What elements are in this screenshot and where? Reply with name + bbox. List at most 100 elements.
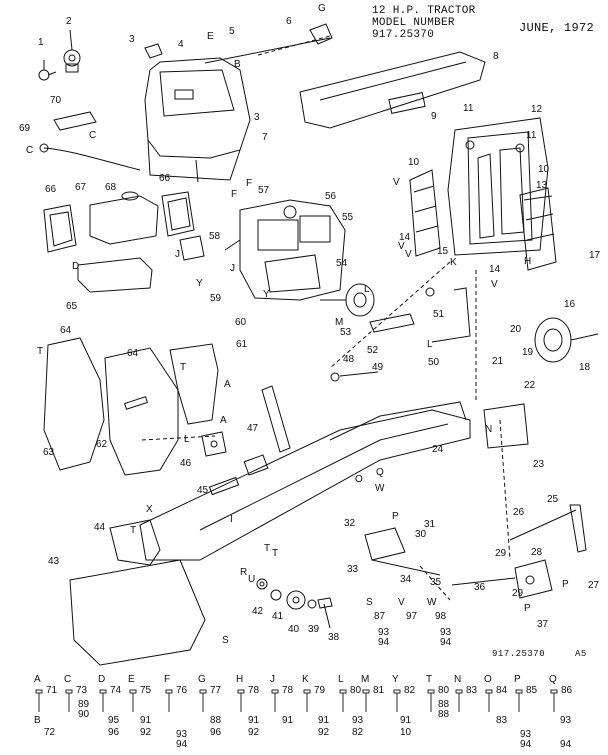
hw-part-86: 86 <box>561 685 573 696</box>
bolt-icon <box>271 689 279 694</box>
hw-sub-88: 88 <box>210 715 222 726</box>
hw-sub-82: 82 <box>352 727 364 738</box>
ref-letter-V: V <box>491 279 498 290</box>
bolt-icon <box>199 689 207 694</box>
hw-letter-M: M <box>361 674 370 685</box>
callout-21: 21 <box>492 356 504 367</box>
ref-letter-C: C <box>26 145 34 156</box>
ref-letter-L: L <box>184 434 190 445</box>
callout-22: 22 <box>524 380 536 391</box>
ref-letter-A: A <box>220 415 227 426</box>
part-pulley-53 <box>320 283 375 317</box>
part-rod-5 <box>204 23 333 64</box>
hw-sub-92: 92 <box>140 727 152 738</box>
hw-part-75: 75 <box>140 685 152 696</box>
part-plate-23 <box>483 403 529 449</box>
part-bracket-58 <box>179 235 205 261</box>
part-washer-39 <box>307 599 317 609</box>
part-plate-62 <box>104 347 179 476</box>
callout-58: 58 <box>209 231 221 242</box>
hw-part-71: 71 <box>46 685 58 696</box>
hw-part-76: 76 <box>176 685 188 696</box>
hw-sub-95: 95 <box>108 715 120 726</box>
callout-62: 62 <box>96 439 108 450</box>
ref-letter-V: V <box>393 177 400 188</box>
ref-letter-G: G <box>318 3 326 14</box>
callout-64: 64 <box>127 348 139 359</box>
ref-letter-T: T <box>264 543 271 554</box>
hw-part-97: 97 <box>406 611 418 622</box>
hw-sub-94: 94 <box>378 637 390 648</box>
part-cable-69 <box>39 143 141 171</box>
callout-48: 48 <box>343 354 355 365</box>
part-frame-24 <box>139 401 471 561</box>
callout-51: 51 <box>433 309 445 320</box>
callout-28: 28 <box>531 547 543 558</box>
ref-letter-E: E <box>207 31 214 42</box>
callout-63: 63 <box>43 447 55 458</box>
hw-sub-89: 89 <box>78 699 90 710</box>
ref-letter-V: V <box>405 249 412 260</box>
ref-letter-F: F <box>246 178 253 189</box>
callout-57: 57 <box>258 185 270 196</box>
callout-9: 9 <box>431 111 437 122</box>
callout-6: 6 <box>286 16 292 27</box>
callout-11: 11 <box>526 130 537 141</box>
ref-letter-K: K <box>450 257 457 268</box>
ref-letter-P: P <box>562 579 569 590</box>
ref-letter-W: W <box>375 483 385 494</box>
hw-sub-92: 92 <box>248 727 260 738</box>
callout-3: 3 <box>254 112 260 123</box>
hw-sub-93: 93 <box>352 715 364 726</box>
model-number: 917.25370 <box>372 29 435 41</box>
part-strap-50 <box>431 287 471 343</box>
callout-11: 11 <box>463 103 474 114</box>
hw-letter-E: E <box>128 674 135 685</box>
callout-14: 14 <box>399 232 411 243</box>
hw-sub-10: 10 <box>400 727 412 738</box>
callout-12: 12 <box>531 104 543 115</box>
bolt-icon <box>237 689 245 694</box>
ref-letter-Q: Q <box>376 467 384 478</box>
bolt-icon <box>165 689 173 694</box>
bolt-icon <box>303 689 311 694</box>
hw-letter-C: C <box>64 674 72 685</box>
part-plate-63 <box>43 337 105 471</box>
hw-letter-V: V <box>398 597 405 608</box>
callout-52: 52 <box>367 345 379 356</box>
ref-letter-X: X <box>146 504 153 515</box>
callout-68: 68 <box>105 182 117 193</box>
part-bolt-38 <box>317 597 333 629</box>
hw-sub-93: 93 <box>176 729 188 740</box>
ref-letter-C: C <box>89 130 97 141</box>
callout-64: 64 <box>60 325 72 336</box>
part-dash-console-7 <box>144 57 251 183</box>
part-idler-pulley-40 <box>286 590 306 610</box>
bolt-icon <box>485 689 493 694</box>
callout-37: 37 <box>537 619 549 630</box>
part-engine-57 <box>224 199 346 301</box>
callout-35: 35 <box>430 577 442 588</box>
hw-part-78: 78 <box>282 685 294 696</box>
hw-sub-94: 94 <box>520 739 532 750</box>
ref-letter-I: I <box>230 514 233 525</box>
callout-43: 43 <box>48 556 60 567</box>
callout-41: 41 <box>272 611 284 622</box>
ref-letter-A: A <box>224 379 231 390</box>
callout-42: 42 <box>252 606 264 617</box>
callout-40: 40 <box>288 624 300 635</box>
hw-part-98: 98 <box>435 611 447 622</box>
hw-sub-91: 91 <box>400 715 412 726</box>
bolt-icon <box>393 689 401 694</box>
callout-56: 56 <box>325 191 337 202</box>
callout-20: 20 <box>510 324 522 335</box>
ref-letter-P: P <box>524 603 531 614</box>
hw-letter-B: B <box>34 715 41 726</box>
bolt-icon <box>339 689 347 694</box>
callout-65: 65 <box>66 301 78 312</box>
hw-part-72: 72 <box>44 727 56 738</box>
hw-part-82: 82 <box>404 685 416 696</box>
part-strap-66-left <box>43 204 77 253</box>
callout-18: 18 <box>579 362 591 373</box>
callout-29: 29 <box>512 588 524 599</box>
